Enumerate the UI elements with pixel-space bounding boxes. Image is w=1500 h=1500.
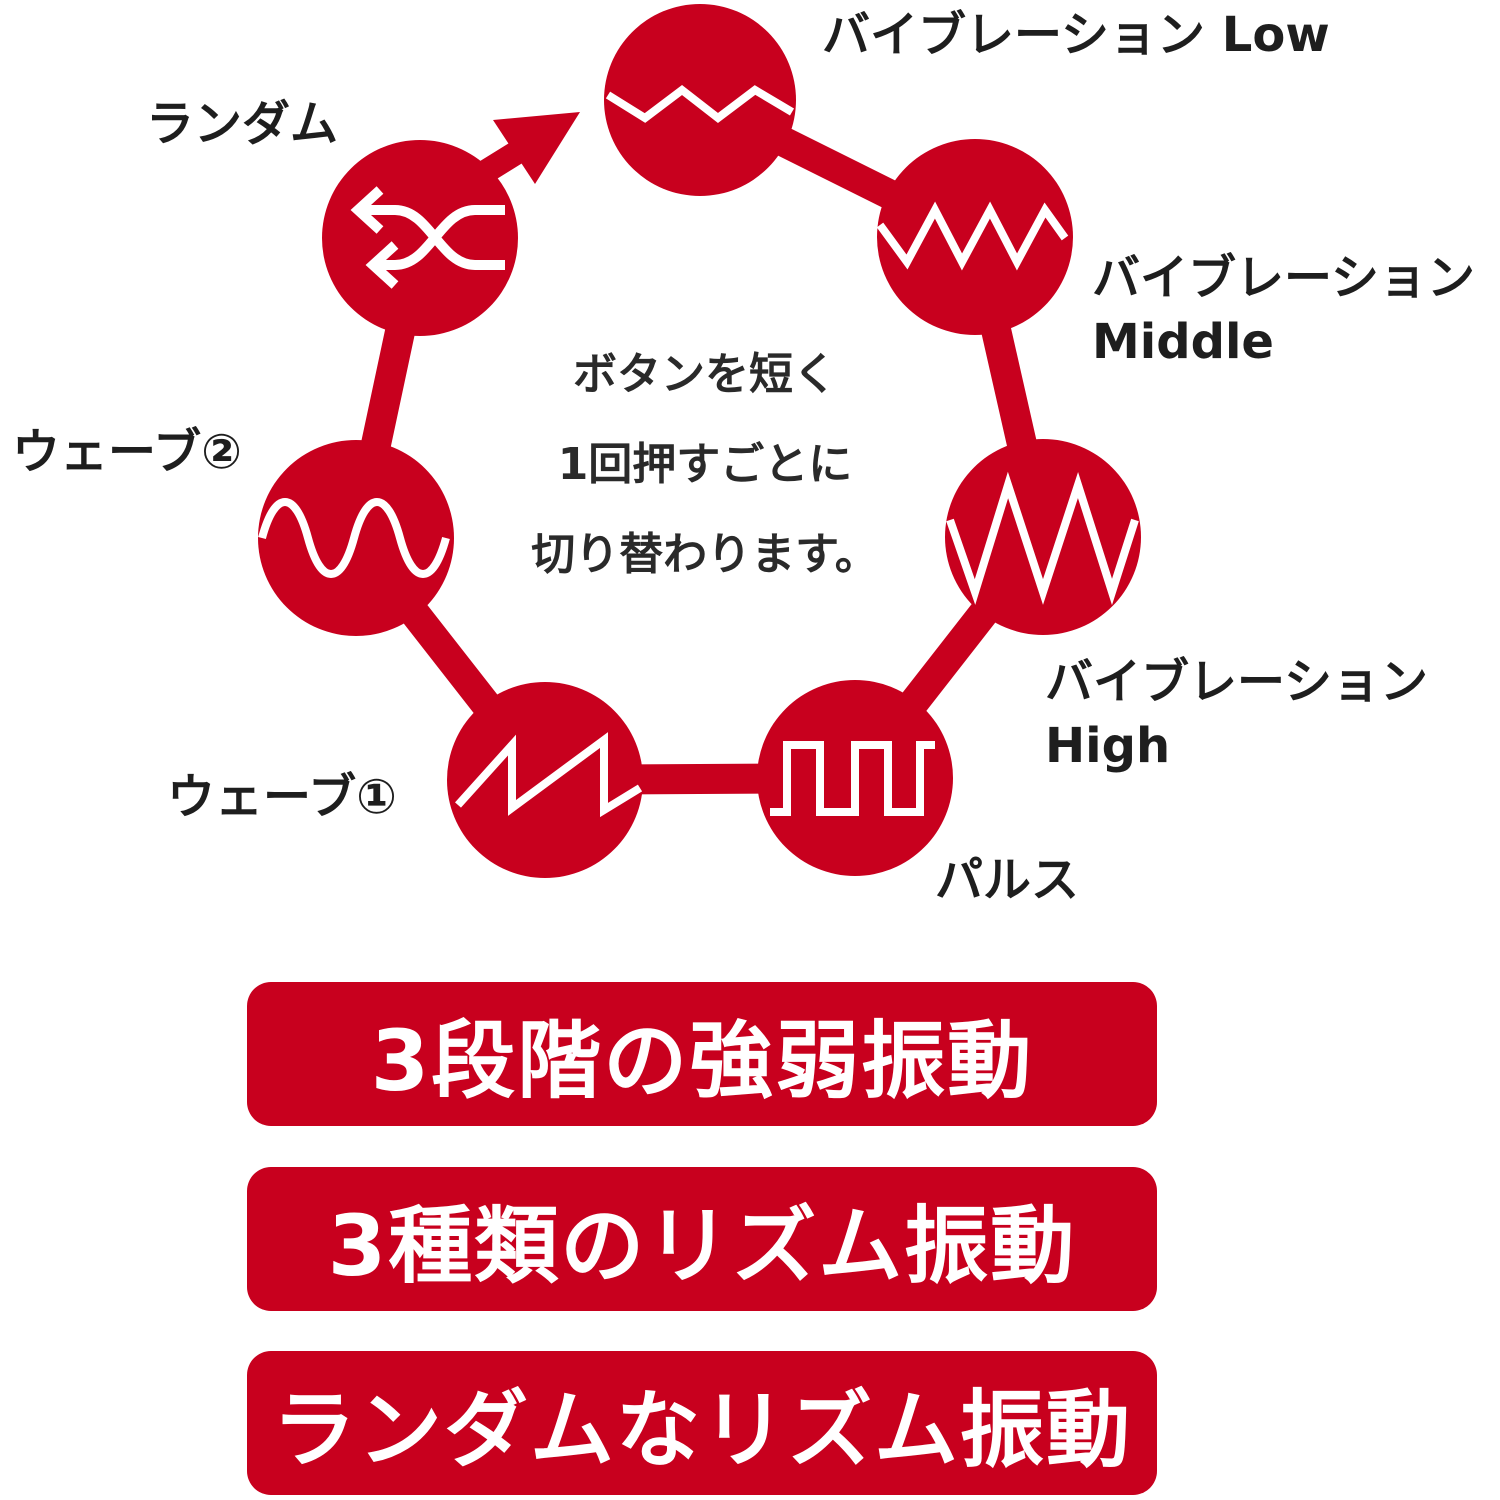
zigzag-middle-icon bbox=[876, 201, 1069, 271]
mode-cycle-diagram: バイブレーション Low バイブレーション Middle バイブレーション Hi… bbox=[12, 4, 1475, 908]
feature-box-rhythm: 3種類のリズム振動 bbox=[247, 1167, 1157, 1311]
mode-circle-wave2 bbox=[258, 440, 454, 636]
instruction-text: ボタンを短く 1回押すごとに 切り替わります。 bbox=[500, 330, 910, 600]
zigzag-high-icon bbox=[946, 471, 1139, 606]
sine-wave-icon bbox=[258, 498, 450, 578]
feature-box-random: ランダムなリズム振動 bbox=[247, 1351, 1157, 1495]
mode-label-wave1: ウェーブ① bbox=[167, 769, 397, 825]
square-wave-icon bbox=[770, 741, 935, 816]
feature-text: 3段階の強弱振動 bbox=[370, 1011, 1034, 1110]
mode-cycle-graphic bbox=[258, 4, 1141, 878]
mode-label-vib-middle: バイブレーション Middle bbox=[1092, 246, 1475, 374]
mode-sublabel-vib-middle: Middle bbox=[1092, 314, 1274, 370]
mode-circle-vib-low bbox=[604, 4, 796, 196]
sawtooth-wave-icon bbox=[455, 732, 643, 818]
mode-sublabel-vib-high: High bbox=[1045, 718, 1171, 774]
feature-box-intensity: 3段階の強弱振動 bbox=[247, 982, 1157, 1126]
mode-label-random: ランダム bbox=[146, 96, 339, 152]
mode-label-vib-high: バイブレーション High bbox=[1045, 650, 1428, 778]
mode-label-vib-low: バイブレーション Low bbox=[822, 7, 1330, 63]
feature-text: 3種類のリズム振動 bbox=[327, 1196, 1077, 1295]
instruction-line: 1回押すごとに bbox=[557, 439, 853, 490]
zigzag-low-icon bbox=[605, 84, 795, 124]
mode-label-pulse: パルス bbox=[935, 852, 1080, 908]
mode-circle-pulse bbox=[757, 680, 953, 876]
mode-circle-vib-high bbox=[945, 439, 1141, 635]
instruction-line: ボタンを短く bbox=[573, 349, 837, 400]
instruction-line: 切り替わります。 bbox=[531, 529, 879, 580]
mode-label-wave2: ウェーブ② bbox=[12, 424, 242, 480]
mode-circle-random bbox=[322, 140, 518, 336]
shuffle-icon bbox=[350, 186, 505, 289]
mode-circle-vib-middle bbox=[876, 139, 1073, 335]
mode-circle-wave1 bbox=[447, 682, 643, 878]
feature-text: ランダムなリズム振動 bbox=[271, 1380, 1132, 1479]
